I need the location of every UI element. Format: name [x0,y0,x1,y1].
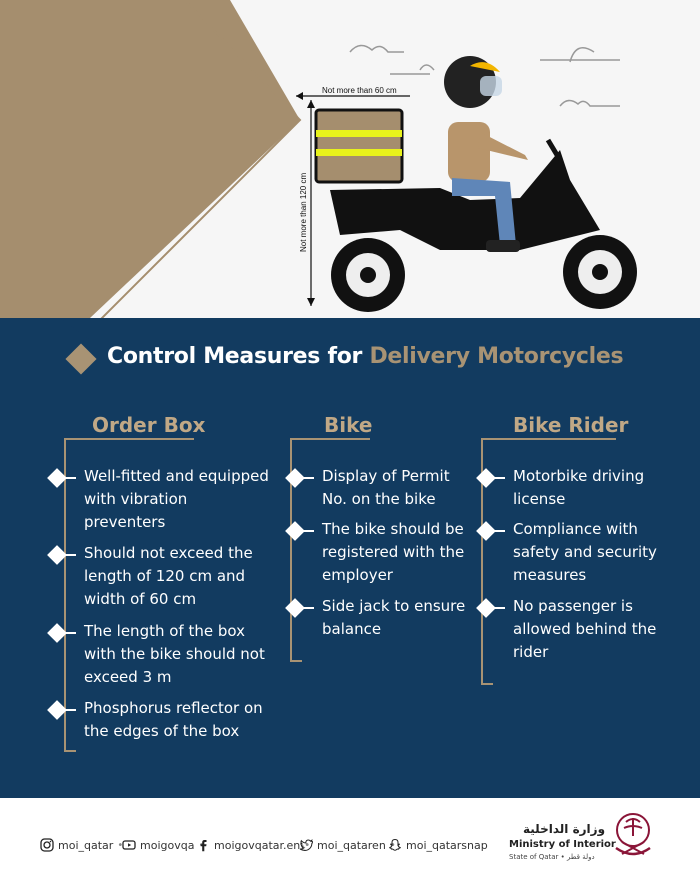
item-text: Phosphorus reflector on the edges of the… [84,699,263,740]
title-diamond-icon [65,343,97,375]
bullet-connector [300,477,314,479]
item-text: Should not exceed the length of 120 cm a… [84,544,253,608]
width-label: Not more than 60 cm [322,86,397,95]
bullet-connector [62,477,76,479]
title-prefix: Control Measures for [107,344,370,369]
heading-underline [290,438,370,440]
reflector-strip [316,149,402,156]
youtube-icon [122,840,136,850]
social-twitter[interactable]: moi_qataren• [299,838,396,852]
cloud-icon [559,99,620,107]
bullet-connector [491,477,505,479]
illustration-area: Not more than 60 cm Not more than 120 cm [0,0,700,318]
column-stem [481,438,483,683]
cloud-icon [349,44,404,53]
column-heading: Bike Rider [513,413,629,437]
column-stem [64,438,66,750]
bullet-connector [300,607,314,609]
social-facebook[interactable]: moigovqatar.en• [196,838,310,852]
order-box [314,108,404,184]
bullet-connector [491,607,505,609]
panel-pointer [0,318,90,340]
item-text: Motorbike driving license [513,467,645,508]
bullet-connector [300,530,314,532]
social-snapchat[interactable]: moi_qatarsnap [388,838,488,852]
heading-underline [481,438,616,440]
item-text: Side jack to ensure balance [322,597,466,638]
snapchat-icon [389,838,401,851]
item-text: No passenger is allowed behind the rider [513,597,657,661]
twitter-icon [299,839,313,851]
illustration-svg: Not more than 60 cm Not more than 120 cm [0,0,637,318]
snapchat-handle: moi_qatarsnap [406,838,488,852]
bullet-connector [491,530,505,532]
title-text: Control Measures for Delivery Motorcycle… [107,344,624,369]
stem-cap [64,750,76,752]
youtube-handle: moigovqa [140,838,195,852]
bullet-connector [62,554,76,556]
stem-cap [481,683,493,685]
moi-emblem-icon [615,813,651,856]
footer [0,798,700,875]
cloud-icon [540,47,620,63]
page-title: Control Measures for Delivery Motorcycle… [65,342,690,378]
gold-shape [0,0,300,318]
ministry-name-arabic: وزارة الداخلية [523,822,606,836]
item-text: Well-fitted and equipped with vibration … [84,467,269,531]
column-stem [290,438,292,660]
heading-underline [64,438,194,440]
item-text: Compliance with safety and security meas… [513,520,657,584]
rider-jacket [448,122,490,182]
height-label: Not more than 120 cm [299,173,308,252]
item-text: The length of the box with the bike shou… [84,622,265,686]
item-text: Display of Permit No. on the bike [322,467,450,508]
column-heading: Bike [324,413,373,437]
column-heading: Order Box [92,413,206,437]
instagram-icon [40,838,54,852]
twitter-handle: moi_qataren [317,838,386,852]
state-of-qatar: State of Qatar • دولة قطر [509,853,595,861]
reflector-strip [316,130,402,137]
content-panel [0,318,700,798]
cloud-icon [390,64,435,75]
bullet-connector [62,632,76,634]
item-text: The bike should be registered with the e… [322,520,465,584]
social-instagram[interactable]: moi_qatar• [40,838,123,852]
bullet-connector [62,709,76,711]
facebook-handle: moigovqatar.en [214,838,301,852]
facebook-icon [200,840,207,852]
instagram-handle: moi_qatar [58,838,114,852]
ministry-name-english: Ministry of Interior [509,839,616,850]
rider-jeans [452,178,516,245]
title-accent: Delivery Motorcycles [369,344,624,369]
scooter-body [330,150,600,250]
stem-cap [290,660,302,662]
social-youtube[interactable]: moigovqa• [122,838,204,852]
